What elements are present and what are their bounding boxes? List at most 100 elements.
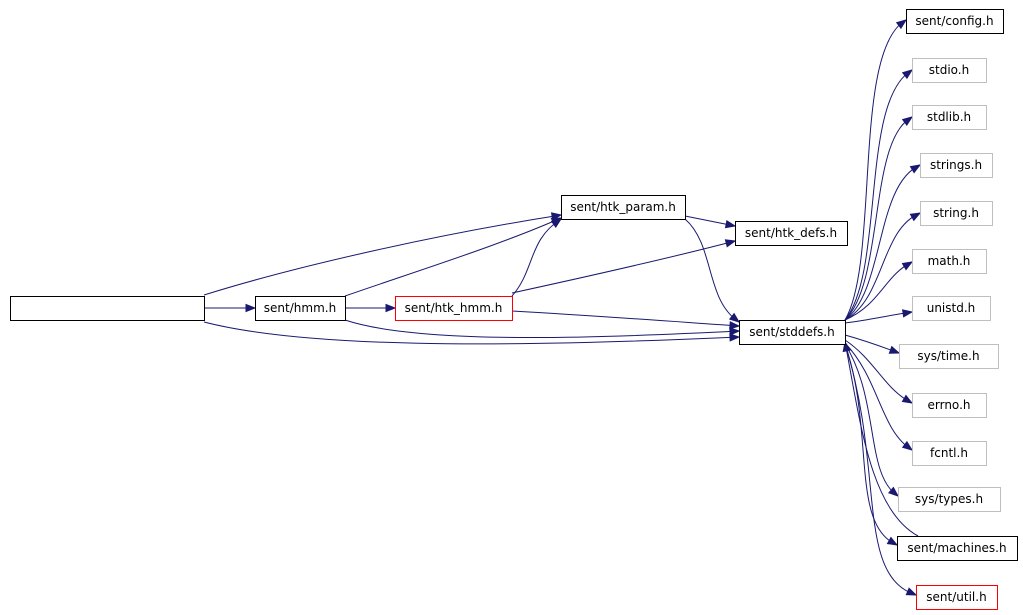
node-hmm[interactable]: sent/hmm.h: [255, 296, 346, 321]
edge-htk_param-to-stddefs: [684, 218, 741, 323]
edge-stddefs-to-stdlib: [844, 116, 914, 321]
node-unistd[interactable]: unistd.h: [912, 296, 991, 321]
node-box: [561, 195, 686, 220]
arrowhead-icon: [901, 440, 914, 451]
node-vsegment[interactable]: libsent/src/phmm/vsegment.c: [10, 296, 205, 321]
edge-line: [844, 342, 913, 451]
edge-hmm-to-htk_param: [344, 217, 563, 297]
edges-layer: [203, 19, 922, 596]
node-label: sys/time.h: [917, 349, 979, 363]
node-htk_param[interactable]: sent/htk_param.h: [561, 195, 686, 220]
edge-line: [344, 217, 562, 297]
node-label: stdio.h: [929, 63, 969, 77]
node-box: [920, 153, 993, 178]
arrowhead-icon: [728, 312, 741, 323]
edge-stddefs-to-math: [844, 261, 914, 321]
arrowhead-icon: [888, 486, 900, 497]
edge-line: [844, 311, 913, 324]
edge-vsegment-to-stddefs: [203, 321, 741, 345]
edge-line: [844, 343, 917, 596]
node-htk_hmm[interactable]: sent/htk_hmm.h: [395, 296, 513, 321]
node-box: [906, 9, 1004, 34]
edge-line: [844, 116, 913, 321]
node-label: stdlib.h: [927, 110, 971, 124]
node-machines[interactable]: sent/machines.h: [897, 536, 1018, 561]
edge-hmm-to-stddefs: [344, 319, 741, 339]
arrowhead-icon: [724, 219, 737, 229]
node-string[interactable]: string.h: [920, 201, 993, 226]
edge-stddefs-to-systime: [844, 334, 901, 354]
node-label: string.h: [933, 206, 979, 220]
edge-stddefs-to-systypes: [844, 343, 900, 497]
node-label: sys/types.h: [915, 492, 983, 506]
node-label: unistd.h: [927, 301, 976, 315]
edge-stddefs-to-strings: [844, 164, 922, 321]
edge-stddefs-to-string: [844, 212, 922, 321]
node-box: [255, 296, 346, 321]
edge-vsegment-to-hmm: [204, 303, 257, 313]
nodes-layer: libsent/src/phmm/vsegment.c sent/hmm.h sen…: [10, 9, 1018, 610]
node-label: strings.h: [930, 158, 982, 172]
arrowhead-icon: [729, 333, 741, 342]
arrowhead-icon: [895, 19, 908, 30]
edge-line: [844, 343, 898, 546]
arrowhead-icon: [901, 394, 914, 404]
node-box: [912, 58, 987, 83]
arrowhead-icon: [905, 587, 918, 596]
arrowhead-icon: [901, 116, 914, 127]
node-box: [395, 296, 513, 321]
node-util[interactable]: sent/util.h: [916, 585, 998, 610]
node-stddefs[interactable]: sent/stddefs.h: [739, 320, 846, 345]
node-label: errno.h: [928, 398, 971, 412]
edge-line: [203, 321, 740, 345]
node-label: libsent/src/phmm/vsegment.c: [18, 301, 197, 315]
node-label: sent/stddefs.h: [749, 325, 834, 339]
node-math[interactable]: math.h: [912, 249, 987, 274]
arrowhead-icon: [901, 261, 914, 271]
edge-stddefs-to-util: [844, 343, 918, 596]
edge-line: [511, 240, 736, 294]
edge-htk_hmm-to-htk_param: [511, 218, 563, 297]
arrowhead-icon: [901, 309, 914, 318]
edge-line: [844, 19, 907, 321]
arrowhead-icon: [909, 212, 922, 222]
edge-line: [844, 343, 899, 497]
node-htk_defs[interactable]: sent/htk_defs.h: [735, 221, 848, 246]
edge-htk_param-to-htk_defs: [684, 215, 737, 229]
node-fcntl[interactable]: fcntl.h: [912, 441, 987, 466]
node-box: [920, 201, 993, 226]
node-label: math.h: [928, 254, 971, 268]
edge-stddefs-to-config: [844, 19, 908, 321]
node-strings[interactable]: strings.h: [920, 153, 993, 178]
node-systime[interactable]: sys/time.h: [899, 344, 999, 369]
arrowhead-icon: [901, 69, 914, 80]
edge-line: [344, 319, 740, 339]
edge-line: [511, 310, 740, 327]
node-systypes[interactable]: sys/types.h: [898, 487, 1001, 512]
edge-line: [844, 164, 921, 321]
edge-htk_hmm-to-htk_defs: [511, 239, 737, 294]
edge-stddefs-to-errno: [844, 339, 914, 404]
node-box: [739, 320, 846, 345]
edge-line: [203, 214, 562, 296]
node-config[interactable]: sent/config.h: [906, 9, 1004, 34]
node-stdio[interactable]: stdio.h: [912, 58, 987, 83]
node-box: [735, 221, 848, 246]
node-label: fcntl.h: [930, 446, 968, 460]
edge-line: [844, 69, 913, 321]
node-box: [10, 296, 205, 321]
node-label: sent/config.h: [915, 14, 993, 28]
node-box: [897, 536, 1018, 561]
node-box: [916, 585, 998, 610]
node-label: sent/htk_defs.h: [745, 226, 837, 240]
edge-stddefs-to-fcntl: [844, 342, 914, 451]
node-stdlib[interactable]: stdlib.h: [912, 105, 987, 130]
arrowhead-icon: [550, 218, 563, 229]
edge-line: [844, 212, 921, 321]
node-label: sent/util.h: [926, 590, 986, 604]
arrowhead-icon: [888, 345, 901, 354]
edge-line: [511, 218, 562, 297]
node-errno[interactable]: errno.h: [912, 393, 987, 418]
edge-stddefs-to-machines: [844, 343, 899, 546]
